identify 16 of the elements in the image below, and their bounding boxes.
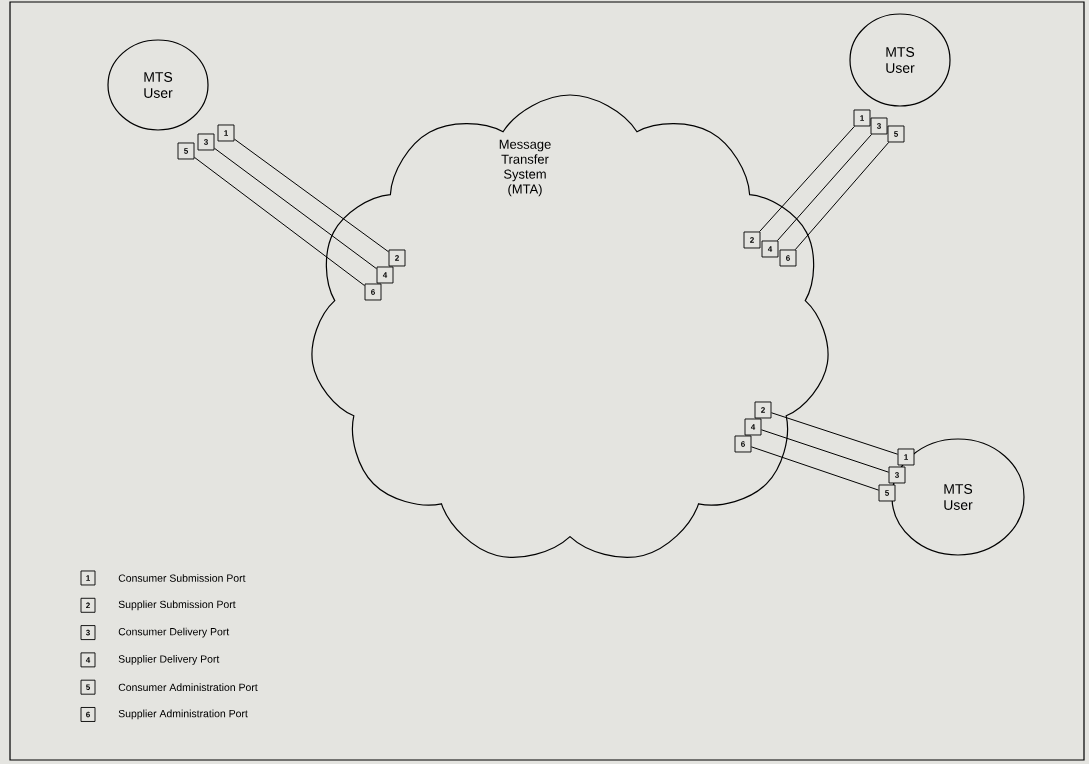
channel-line bbox=[759, 125, 855, 233]
channel-line bbox=[233, 138, 390, 253]
legend-text: Consumer Submission Port bbox=[118, 574, 246, 582]
channel-line bbox=[777, 133, 873, 242]
channel-line bbox=[193, 156, 366, 287]
legend-text: Consumer Administration Port bbox=[118, 683, 258, 692]
channel-line bbox=[213, 147, 378, 270]
legend-text: Consumer Delivery Port bbox=[118, 627, 230, 638]
channel-line bbox=[760, 429, 890, 473]
channel-line bbox=[794, 141, 890, 251]
legend-text: Supplier Submission Port bbox=[118, 600, 236, 611]
legend-text: Supplier Delivery Port bbox=[118, 655, 220, 665]
legend-text: Supplier Administration Port bbox=[118, 709, 248, 720]
cloud-label: Message Transfer System (MTA) bbox=[499, 139, 551, 197]
channel-line bbox=[750, 446, 880, 491]
channel-line bbox=[770, 412, 899, 455]
